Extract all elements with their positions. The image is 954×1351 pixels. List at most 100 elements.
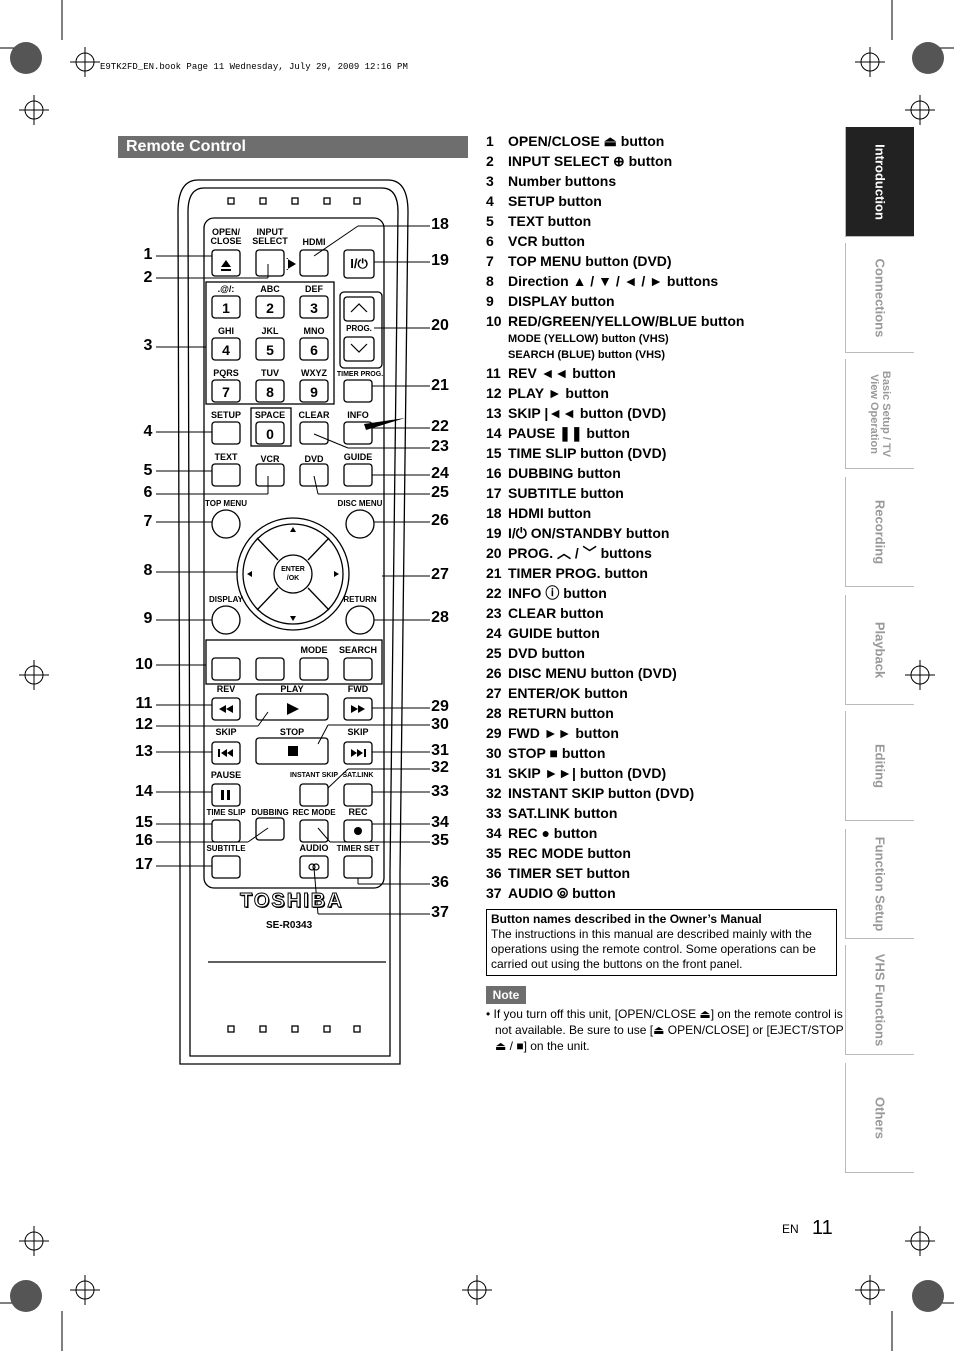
digit-3-button[interactable]: 3 (310, 300, 318, 316)
item-text: SAT.LINK button (508, 805, 618, 821)
label-fwd: FWD (347, 684, 369, 694)
item-number: 30 (486, 745, 502, 761)
tab-vhs-functions[interactable]: VHS Functions (845, 945, 914, 1055)
item-text: DISPLAY button (508, 293, 615, 309)
tab-function-setup[interactable]: Function Setup (845, 829, 914, 939)
item-text: SETUP button (508, 193, 602, 209)
digit-9-button[interactable]: 9 (310, 384, 318, 400)
item-text: STOP ■ button (508, 745, 606, 761)
label-text: TEXT (214, 452, 238, 462)
item-text: PAUSE ❚❚ button (508, 425, 630, 441)
item-number: 35 (486, 845, 502, 861)
item-number: 32 (486, 785, 502, 801)
label-search: SEARCH (338, 645, 378, 655)
tab-others[interactable]: Others (845, 1063, 914, 1173)
item-text: Direction ▲ / ▼ / ◄ / ► buttons (508, 273, 719, 289)
digit-2-button[interactable]: 2 (266, 300, 274, 316)
digit-5-button[interactable]: 5 (266, 342, 274, 358)
callout-21: 21 (431, 377, 449, 394)
header-info: E9TK2FD_EN.book Page 11 Wednesday, July … (100, 62, 408, 72)
item-number: 16 (486, 465, 502, 481)
item-text: SUBTITLE button (508, 485, 624, 501)
item-number: 21 (486, 565, 502, 581)
digit-6-button[interactable]: 6 (310, 342, 318, 358)
label-guide: GUIDE (343, 452, 373, 462)
callout-16: 16 (135, 832, 153, 849)
note-tag: Note (486, 986, 526, 1004)
label-key6: MNO (303, 326, 325, 336)
label-enter-ok: ENTER /OK (281, 566, 305, 582)
item-text: TIMER PROG. button (508, 565, 648, 581)
callout-26: 26 (431, 512, 449, 529)
callout-32: 32 (431, 759, 449, 776)
item-text: HDMI button (508, 505, 592, 521)
item-number: 22 (486, 585, 502, 601)
callout-37: 37 (431, 904, 449, 921)
item-text: REV ◄◄ button (508, 365, 616, 381)
item-number: 26 (486, 665, 502, 681)
item-number: 1 (486, 133, 494, 149)
item-text: DISC MENU button (DVD) (508, 665, 677, 681)
button-list-item: 33 SAT.LINK button (486, 803, 846, 823)
tab-recording[interactable]: Recording (845, 477, 914, 587)
item-number: 10 (486, 313, 502, 329)
digit-7-button[interactable]: 7 (222, 384, 230, 400)
callout-6: 6 (143, 484, 153, 501)
tab-introduction[interactable]: Introduction (845, 127, 914, 237)
label-disc-menu: DISC MENU (337, 499, 383, 508)
label-info: INFO (347, 410, 369, 420)
callout-18: 18 (431, 216, 449, 233)
item-number: 27 (486, 685, 502, 701)
item-number: 15 (486, 445, 502, 461)
digit-8-button[interactable]: 8 (266, 384, 274, 400)
label-pause: PAUSE (210, 770, 242, 780)
callout-35: 35 (431, 832, 449, 849)
label-clear: CLEAR (298, 410, 330, 420)
label-input-select: INPUT SELECT (252, 227, 288, 246)
label-prog: PROG. (346, 324, 372, 333)
section-title: Remote Control (118, 136, 468, 158)
remote-shape (156, 179, 430, 1065)
item-number: 33 (486, 805, 502, 821)
label-skip-forward: SKIP (347, 727, 369, 737)
callout-13: 13 (135, 743, 153, 760)
item-number: 37 (486, 885, 502, 901)
item-number: 3 (486, 173, 494, 189)
tab-editing[interactable]: Editing (845, 711, 914, 821)
digit-4-button[interactable]: 4 (222, 342, 230, 358)
standby-button[interactable]: I/⏻ (350, 256, 368, 271)
callout-14: 14 (135, 783, 153, 800)
callout-2: 2 (143, 269, 153, 286)
callout-27: 27 (431, 566, 449, 583)
label-rec-mode: REC MODE (292, 808, 336, 817)
item-text: GUIDE button (508, 625, 600, 641)
button-list-item: 26 DISC MENU button (DVD) (486, 663, 846, 683)
item-number: 25 (486, 645, 502, 661)
tab-basic-setup[interactable]: Basic Setup / TV View Operation (845, 359, 914, 469)
label-key1: .@/: (217, 284, 235, 294)
digit-0-button[interactable]: 0 (266, 426, 274, 442)
digit-1-button[interactable]: 1 (222, 300, 230, 316)
tab-playback[interactable]: Playback (845, 595, 914, 705)
tab-connections[interactable]: Connections (845, 243, 914, 353)
item-number: 13 (486, 405, 502, 421)
button-list-subitem: MODE (YELLOW) button (VHS) (508, 333, 669, 345)
callout-28: 28 (431, 609, 449, 626)
label-space: SPACE (254, 410, 286, 420)
button-list-subitem: SEARCH (BLUE) button (VHS) (508, 349, 666, 361)
